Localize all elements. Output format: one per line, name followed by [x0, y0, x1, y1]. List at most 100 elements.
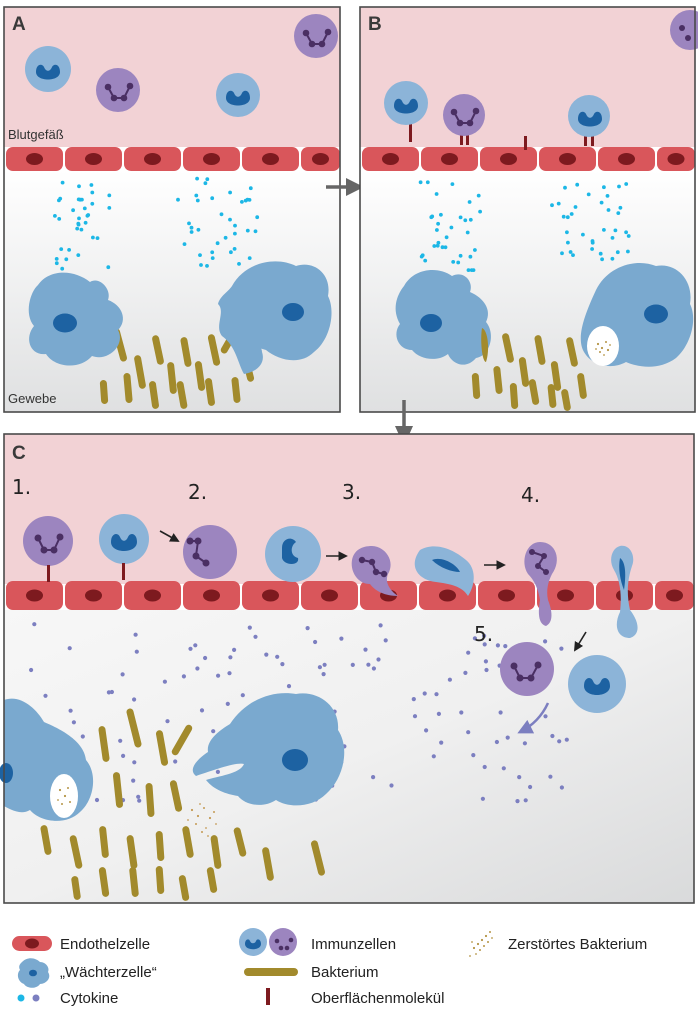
bacterium — [126, 708, 142, 748]
panel-letter: A — [12, 14, 26, 35]
bacterium-icon — [244, 968, 298, 976]
immune-cell-blue — [216, 73, 260, 117]
cytokine — [436, 221, 440, 226]
vessel-label: Blutgefäß — [8, 127, 64, 142]
cytokine — [528, 784, 533, 790]
cytokine — [563, 185, 567, 190]
cytokine — [205, 177, 210, 182]
panel-letter: C — [12, 443, 26, 464]
bacterium — [310, 840, 326, 876]
cytokine — [321, 672, 326, 677]
sentinel-cell — [218, 261, 332, 374]
sentinel-nucleus — [420, 314, 442, 332]
step-label: 2. — [188, 480, 207, 504]
bacterium — [205, 378, 215, 406]
sentinel-cell — [395, 270, 491, 365]
panel-a: A Blutgefäß Gewebe — [3, 6, 341, 413]
cytokine — [195, 176, 200, 181]
bacterium — [534, 335, 546, 365]
bacterium — [547, 384, 557, 408]
cytokine — [471, 753, 476, 758]
endothelial-nucleus — [144, 153, 161, 165]
cytokine — [586, 192, 591, 197]
bacterium — [40, 825, 52, 855]
endothelial-nucleus — [85, 589, 102, 602]
sentinel-nucleus — [282, 303, 304, 321]
sentinel-nucleus — [53, 313, 77, 333]
immune-cell-purple — [500, 642, 554, 696]
cytokine — [275, 654, 280, 659]
bacterium — [71, 876, 81, 900]
bacterium — [194, 361, 206, 391]
cytokine — [187, 221, 191, 226]
bacterium — [155, 866, 165, 894]
cytokine — [136, 794, 141, 799]
immune-cell-blue — [99, 514, 149, 564]
immune-cell-purple — [351, 546, 398, 596]
cytokine — [189, 230, 194, 234]
cytokine — [233, 223, 237, 228]
bacterium — [233, 827, 247, 857]
cytokine — [569, 212, 574, 216]
cytokine — [501, 766, 506, 771]
cytokine — [505, 735, 510, 740]
cytokine — [227, 671, 232, 676]
cytokine — [253, 634, 258, 639]
cytokine — [458, 253, 463, 258]
cytokine — [317, 665, 322, 670]
immune-cell-purple — [23, 516, 73, 566]
cytokine — [229, 250, 233, 255]
legend-endothelial-icon — [12, 936, 52, 951]
bacterium — [471, 373, 481, 399]
legend-sentinel-icon — [17, 958, 50, 988]
cytokine — [482, 764, 487, 770]
arrow-right-icon — [159, 530, 180, 542]
cytokine — [602, 228, 606, 232]
bacterium — [180, 337, 192, 367]
cytokine — [60, 180, 65, 185]
cytokine — [371, 666, 376, 671]
cytokine — [64, 257, 69, 262]
cytokine — [469, 268, 474, 272]
immune-cell-blue — [568, 95, 610, 137]
cytokine — [431, 754, 436, 759]
cytokine — [286, 684, 292, 689]
cytokine — [247, 198, 252, 202]
cytokine — [223, 235, 228, 240]
cytokine — [480, 796, 485, 801]
bacterium — [145, 783, 155, 817]
legend-label: Bakterium — [311, 964, 379, 981]
cytokine — [571, 253, 575, 257]
cytokine — [468, 254, 473, 259]
cytokine — [233, 231, 237, 236]
destroyed-bacterium — [187, 803, 217, 837]
endothelial-nucleus — [618, 153, 635, 165]
legend-label: Endothelzelle — [60, 936, 150, 953]
endothelial-nucleus — [559, 153, 576, 165]
cytokine — [615, 250, 620, 255]
cytokine — [219, 212, 224, 217]
endothelial-layer — [6, 147, 340, 171]
endothelial-nucleus — [203, 153, 220, 165]
sentinel-nucleus — [282, 749, 308, 771]
cytokine — [228, 217, 232, 222]
cytokine — [58, 196, 63, 201]
cytokine — [232, 247, 237, 251]
endothelial-nucleus — [144, 589, 161, 602]
cytokine — [447, 677, 452, 682]
endothelial-nucleus — [441, 153, 458, 165]
bacterium — [123, 373, 133, 403]
cytokine-cloud — [418, 180, 631, 272]
cytokine — [89, 183, 94, 187]
bacterium — [210, 835, 222, 869]
cytokine — [435, 228, 439, 232]
cytokine — [68, 708, 73, 713]
cytokine — [566, 240, 570, 245]
cytokine — [43, 693, 48, 698]
endothelial-nucleus — [321, 589, 338, 602]
step-label: 1. — [12, 475, 31, 499]
cytokine — [432, 244, 437, 248]
bacterium — [231, 377, 241, 403]
cytokine — [443, 245, 448, 250]
cytokine — [225, 701, 230, 707]
